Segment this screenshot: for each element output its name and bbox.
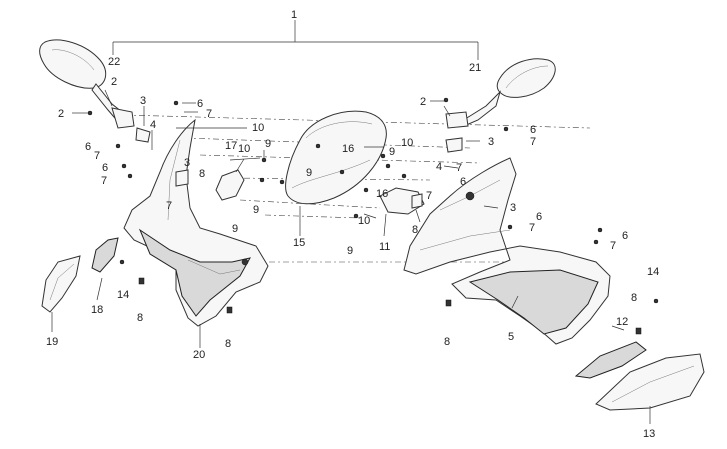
bracket-17: [215, 169, 245, 201]
callout-8: 8: [444, 336, 450, 348]
callout-9: 9: [389, 146, 395, 158]
callout-3: 3: [184, 157, 190, 169]
callout-7: 7: [101, 175, 107, 187]
callout-16: 16: [376, 188, 388, 200]
callout-9: 9: [253, 204, 259, 216]
callout-10: 10: [238, 143, 250, 155]
callout-7: 7: [206, 108, 212, 120]
callout-7: 7: [530, 136, 536, 148]
callout-6: 6: [530, 124, 536, 136]
callout-14: 14: [117, 289, 129, 301]
callout-10: 10: [401, 137, 413, 149]
callout-13: 13: [643, 428, 655, 440]
callout-2: 2: [420, 96, 426, 108]
right-fairing: [403, 157, 611, 345]
callout-6: 6: [197, 98, 203, 110]
callout-7: 7: [94, 150, 100, 162]
callout-10: 10: [358, 215, 370, 227]
leader-lines: [51, 89, 651, 424]
callout-4: 4: [150, 119, 156, 131]
fasteners: [87, 97, 659, 335]
callout-17: 17: [225, 140, 237, 152]
callout-7: 7: [456, 162, 462, 174]
callout-20: 20: [193, 349, 205, 361]
callout-8: 8: [199, 168, 205, 180]
callout-8: 8: [137, 312, 143, 324]
callout-6: 6: [102, 162, 108, 174]
right-vent: [574, 341, 647, 379]
callout-6: 6: [85, 141, 91, 153]
callout-15: 15: [293, 237, 305, 249]
left-winglet-19: [41, 255, 81, 313]
callout-14: 14: [647, 266, 659, 278]
callout-21: 21: [469, 62, 481, 74]
right-mirror: [445, 58, 556, 129]
callout-4: 4: [436, 161, 442, 173]
callout-labels: 1 22 21 2 2 2 3 3 3 3 4 4 5 6 6 6 6 6 6 …: [46, 9, 659, 440]
callout-5: 5: [508, 331, 514, 343]
callout-9: 9: [232, 223, 238, 235]
callout-3: 3: [488, 136, 494, 148]
callout-8: 8: [412, 224, 418, 236]
left-mirror: [39, 39, 135, 129]
callout-7: 7: [529, 222, 535, 234]
callout-22: 22: [108, 56, 120, 68]
callout-3: 3: [510, 202, 516, 214]
callout-9: 9: [347, 245, 353, 257]
callout-1: 1: [291, 9, 297, 21]
callout-18: 18: [91, 304, 103, 316]
callout-19: 19: [46, 336, 58, 348]
callout-7: 7: [610, 240, 616, 252]
windscreen: [279, 110, 387, 205]
callout-10: 10: [252, 122, 264, 134]
callout-6: 6: [622, 230, 628, 242]
left-fairing: [123, 118, 269, 327]
callout-2: 2: [111, 76, 117, 88]
callout-3: 3: [140, 95, 146, 107]
callout-11: 11: [379, 241, 390, 253]
callout-7: 7: [166, 200, 172, 212]
callout-1-bracket: [112, 20, 479, 60]
callout-2: 2: [58, 108, 64, 120]
callout-9: 9: [265, 138, 271, 150]
callout-8: 8: [631, 292, 637, 304]
callout-6: 6: [536, 211, 542, 223]
callout-12: 12: [616, 316, 628, 328]
callout-6: 6: [460, 176, 466, 188]
left-winglet-18: [91, 237, 119, 273]
right-winglet: [595, 353, 705, 411]
callout-9: 9: [306, 167, 312, 179]
callout-7: 7: [426, 190, 432, 202]
callout-16: 16: [342, 143, 354, 155]
callout-8: 8: [225, 338, 231, 350]
